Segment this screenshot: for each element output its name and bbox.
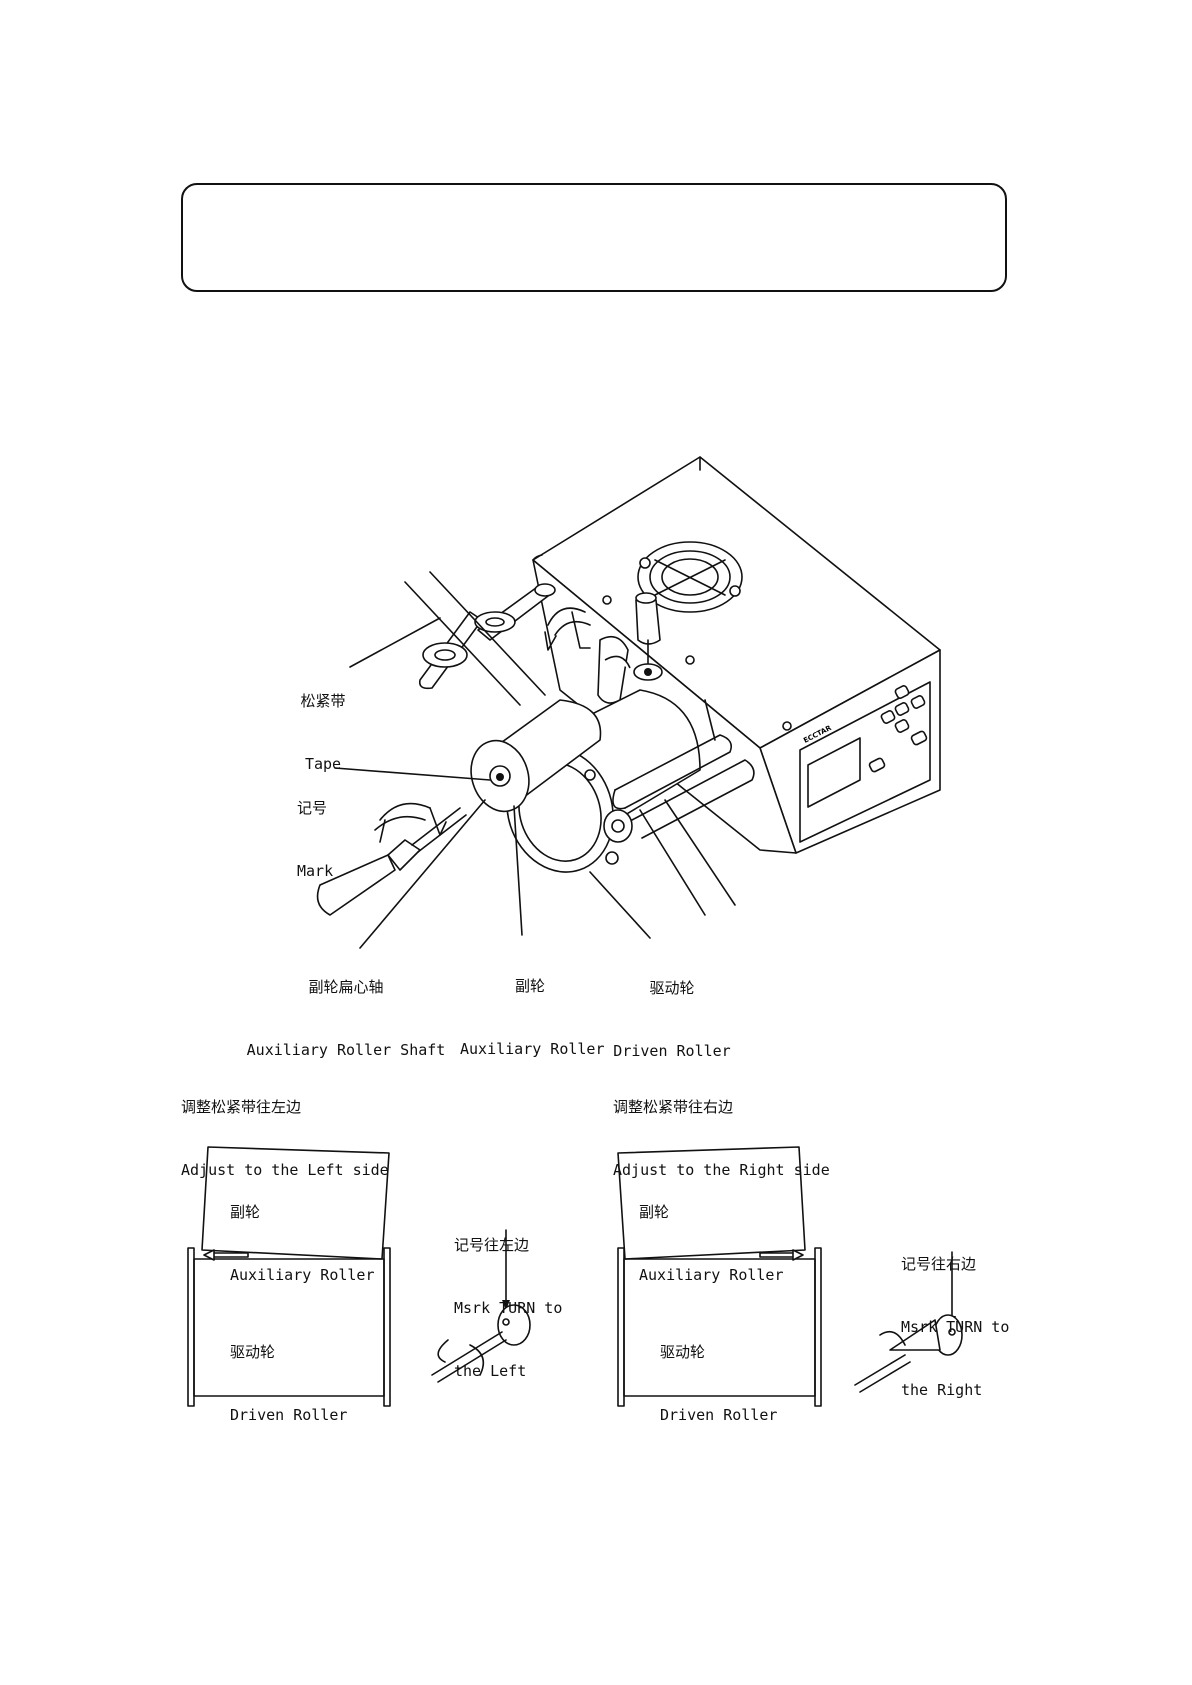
right-mark-label: 记号往右边 Msrk TURN to the Right: [901, 1212, 1009, 1422]
aux-roller-label-zh: 副轮: [514, 977, 545, 995]
left-driven-label: 驱动轮 Driven Roller: [230, 1300, 347, 1447]
rotation-arrow: [544, 607, 591, 651]
tape-label: 松紧带 Tape: [292, 649, 354, 796]
aux-roller-label-en: Auxiliary Roller: [460, 1040, 605, 1058]
right-mark-turn-diagram: [854, 1251, 963, 1393]
screwdriver: [316, 802, 467, 916]
tape-label-zh: 松紧带: [300, 692, 346, 710]
right-driven-label-en: Driven Roller: [660, 1406, 778, 1424]
driven-roller-label-en: Driven Roller: [613, 1042, 731, 1060]
right-mark-label-en2: the Right: [901, 1381, 983, 1399]
left-heading-zh: 调整松紧带往左边: [181, 1098, 302, 1116]
bracket-arm: [597, 635, 631, 704]
tape-strip: [404, 571, 736, 916]
right-driven-label-zh: 驱动轮: [660, 1343, 706, 1361]
tape-label-en: Tape: [304, 755, 342, 773]
control-panel: ECCTAR: [799, 681, 931, 843]
shaft-label: 副轮扁心轴 Auxiliary Roller Shaft: [246, 935, 446, 1082]
left-mark-label-en1: Msrk TURN to: [454, 1299, 563, 1317]
left-driven-label-en: Driven Roller: [230, 1406, 348, 1424]
aux-roller-label: 副轮 Auxiliary Roller: [460, 934, 605, 1081]
lever-handle: [633, 592, 663, 681]
mark-label-en: Mark: [297, 862, 334, 880]
auxiliary-roller-3d: [470, 699, 602, 813]
shaft-label-zh: 副轮扁心轴: [308, 978, 384, 996]
left-mark-turn-diagram: [431, 1229, 531, 1383]
right-driven-label: 驱动轮 Driven Roller: [660, 1300, 777, 1447]
left-driven-label-zh: 驱动轮: [230, 1343, 276, 1361]
left-aux-label-zh: 副轮: [230, 1203, 261, 1221]
right-aux-label: 副轮 Auxiliary Roller: [639, 1160, 784, 1307]
left-aux-label: 副轮 Auxiliary Roller: [230, 1160, 375, 1307]
driven-roller-label: 驱动轮 Driven Roller: [612, 936, 732, 1083]
fan-vent: [602, 541, 792, 731]
right-aux-label-zh: 副轮: [639, 1203, 670, 1221]
title-box: [181, 183, 1007, 292]
left-heading: 调整松紧带往左边 Adjust to the Left side: [181, 1055, 389, 1202]
right-heading-zh: 调整松紧带往右边: [613, 1098, 734, 1116]
left-heading-en: Adjust to the Left side: [181, 1161, 389, 1179]
left-mark-label-zh: 记号往左边: [454, 1236, 530, 1254]
driven-roller-label-zh: 驱动轮: [649, 979, 695, 997]
right-mark-label-zh: 记号往右边: [901, 1255, 977, 1273]
mark-label: 记号 Mark: [297, 756, 333, 903]
left-adjust-diagram: [187, 1146, 391, 1407]
right-heading-en: Adjust to the Right side: [613, 1161, 830, 1179]
mark-label-zh: 记号: [297, 799, 328, 817]
shaft-label-en: Auxiliary Roller Shaft: [246, 1041, 446, 1059]
right-heading: 调整松紧带往右边 Adjust to the Right side: [613, 1055, 830, 1202]
tape-guide: [418, 583, 556, 690]
left-aux-label-en: Auxiliary Roller: [230, 1266, 375, 1284]
left-mark-label-en2: the Left: [454, 1362, 527, 1380]
left-mark-label: 记号往左边 Msrk TURN to the Left: [454, 1193, 562, 1403]
right-mark-label-en1: Msrk TURN to: [901, 1318, 1010, 1336]
right-adjust-diagram: [617, 1146, 822, 1407]
guide-rods: [603, 699, 755, 865]
right-aux-label-en: Auxiliary Roller: [639, 1266, 784, 1284]
callout-leaders: [334, 617, 651, 949]
